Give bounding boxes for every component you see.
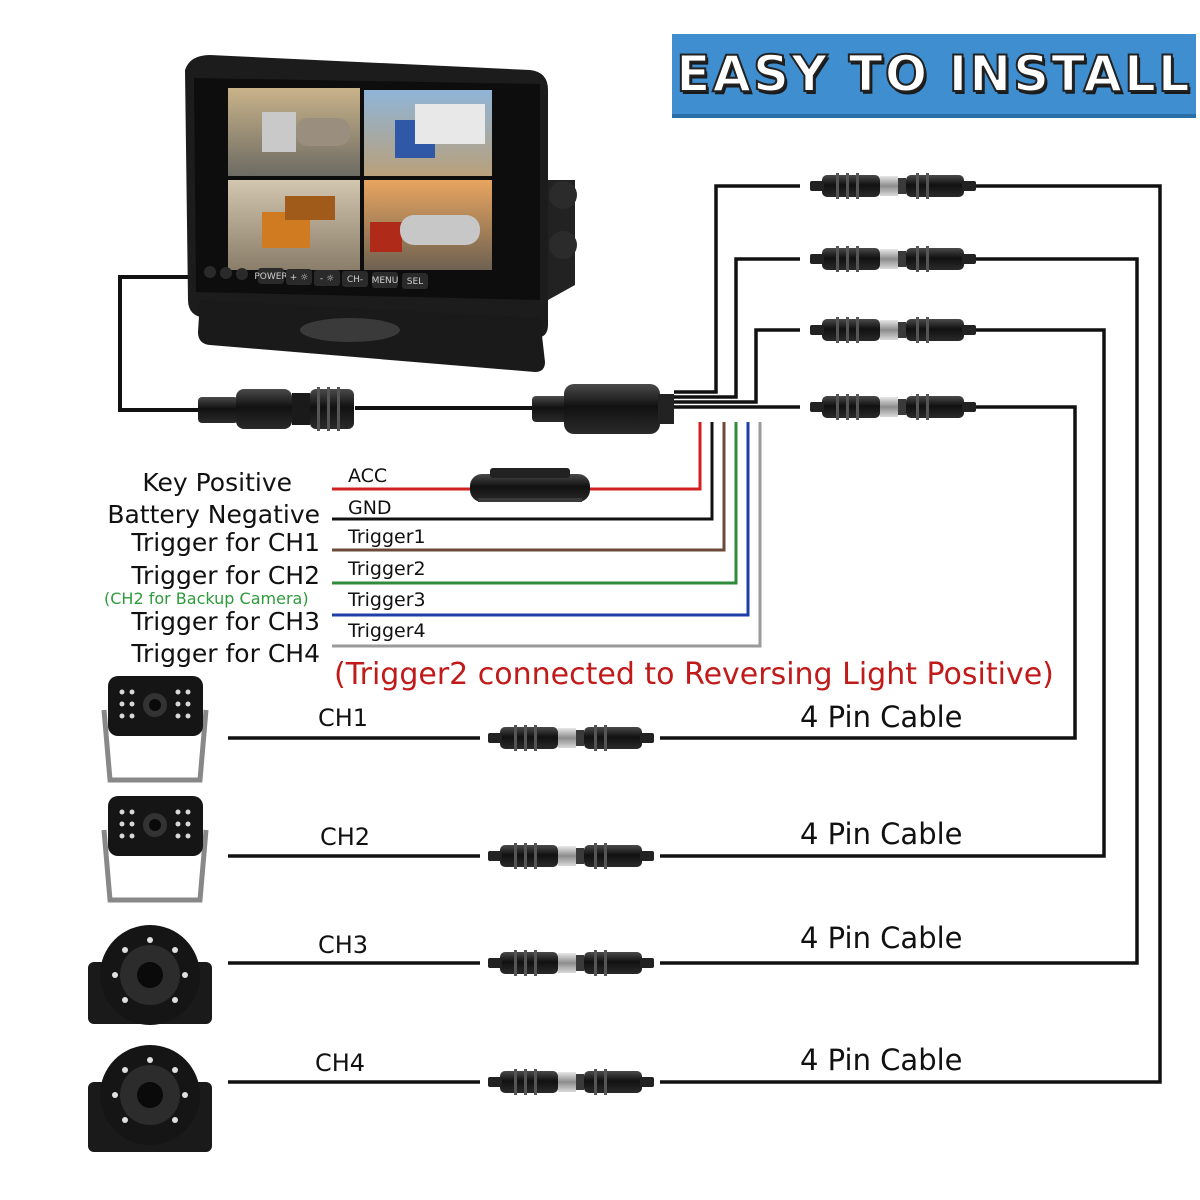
square-camera-ch2-icon: [101, 796, 209, 903]
wire-trigger4: [332, 422, 762, 648]
wire-tag-trigger2: Trigger2: [348, 558, 426, 580]
dome-camera-ch3-icon: [88, 925, 212, 1025]
wire-tag-acc: ACC: [348, 465, 388, 487]
cable-connector-ch2-icon: [488, 843, 654, 869]
cable-connector-ch1-icon: [488, 725, 654, 751]
socket-connector-3-icon: [810, 317, 976, 343]
cable-connector-ch4-icon: [488, 1069, 654, 1095]
quad-monitor-icon: POWER+ ☼ - ☼ CH- MENU SEL: [185, 55, 577, 372]
battery-negative-label: Battery Negative: [107, 500, 320, 529]
wire-acc: [332, 422, 702, 491]
socket-connector-1-icon: [810, 173, 976, 199]
banner-title: EASY TO INSTALL: [675, 44, 1192, 104]
monitor-button-label: POWER: [254, 272, 287, 282]
wire-tag-trigger1: Trigger1: [348, 526, 426, 548]
trigger-ch4-label: Trigger for CH4: [131, 639, 320, 668]
wire-tag-gnd: GND: [348, 497, 392, 519]
wire-trigger3: [332, 422, 750, 617]
wire-gnd: [332, 422, 714, 521]
monitor-button-0: [258, 268, 284, 284]
square-camera-ch1-icon: [101, 676, 209, 783]
ch3-cable-label: 4 Pin Cable: [800, 921, 963, 955]
trigger-ch2-label: Trigger for CH2: [131, 561, 320, 590]
monitor-button-5: [402, 273, 428, 289]
socket-connector-4-icon: [810, 394, 976, 420]
ch4-label: CH4: [315, 1049, 366, 1077]
ch1-label: CH1: [318, 704, 369, 732]
monitor-cable-connector-icon: [198, 387, 354, 431]
ch1-cable-label: 4 Pin Cable: [800, 700, 963, 734]
power-trigger-wires: [332, 422, 762, 648]
wire-tag-trigger3: Trigger3: [348, 589, 426, 611]
wire-tag-trigger4: Trigger4: [348, 620, 426, 642]
ch2-cable-label: 4 Pin Cable: [800, 817, 963, 851]
wire-trigger1: [332, 422, 726, 552]
cable-connector-ch3-icon: [488, 950, 654, 976]
trigger-ch3-label: Trigger for CH3: [131, 607, 320, 636]
monitor-button-label: + ☼: [290, 273, 308, 283]
monitor-button-3: [342, 271, 368, 287]
wire-trigger2: [332, 422, 738, 585]
reverse-light-note: (Trigger2 connected to Reversing Light P…: [334, 657, 1054, 692]
harness-splitter-icon: [532, 384, 674, 434]
monitor-button-label: - ☼: [320, 274, 334, 284]
ch2-backup-note: (CH2 for Backup Camera): [104, 589, 309, 608]
socket-connector-2-icon: [810, 246, 976, 272]
monitor-button-1: [286, 269, 312, 285]
monitor-button-label: SEL: [407, 277, 423, 287]
ch4-cable-label: 4 Pin Cable: [800, 1043, 963, 1077]
easy-install-banner: EASY TO INSTALL: [672, 34, 1196, 114]
dome-camera-ch4-icon: [88, 1045, 212, 1152]
monitor-button-4: [372, 272, 398, 288]
monitor-button-label: CH-: [347, 275, 363, 285]
key-positive-label: Key Positive: [142, 468, 292, 497]
fuse-holder-icon: [470, 468, 590, 502]
monitor-button-label: MENU: [372, 276, 399, 286]
ch2-label: CH2: [320, 823, 371, 851]
monitor-button-2: [314, 270, 340, 286]
ch3-label: CH3: [318, 931, 369, 959]
trigger-ch1-label: Trigger for CH1: [131, 528, 320, 557]
